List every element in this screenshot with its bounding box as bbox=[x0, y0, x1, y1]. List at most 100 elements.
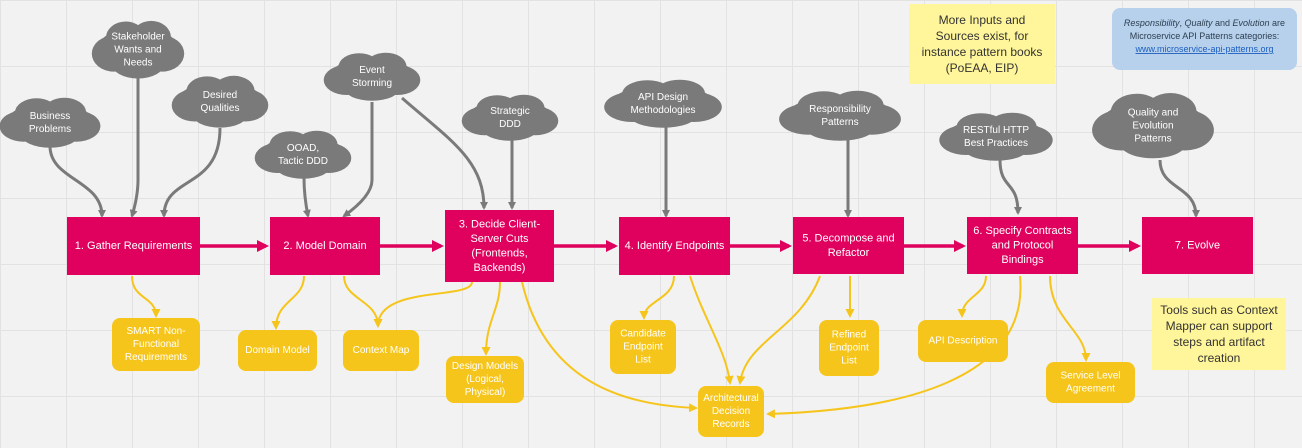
arrow-model-to-context-map bbox=[343, 275, 383, 328]
cloud-label: Desired bbox=[203, 90, 237, 101]
info-note-fragment: , bbox=[1179, 18, 1184, 28]
step-label: 3. Decide Client- bbox=[459, 218, 541, 230]
arrow-qualities-to-gather bbox=[160, 127, 222, 218]
artifact-label: Requirements bbox=[125, 352, 187, 363]
info-note-line-2: Microservice API Patterns categories: bbox=[1130, 31, 1280, 41]
step-label: and Protocol bbox=[992, 240, 1054, 252]
cloud-shape bbox=[987, 112, 1037, 141]
cloud-shape bbox=[503, 94, 545, 122]
step-4-identify-endpoints[interactable]: 4. Identify Endpoints bbox=[619, 217, 730, 275]
cloud-label: Evolution bbox=[1132, 121, 1173, 132]
step-3-decide-client-server-cuts-frontends-backends[interactable]: 3. Decide Client-Server Cuts(Frontends,B… bbox=[445, 210, 554, 282]
artifact-label: Design Models bbox=[452, 361, 518, 372]
cloud-label: API Design bbox=[638, 92, 688, 103]
sticky-note-text: Sources exist, for bbox=[936, 29, 1029, 43]
cloud-shape bbox=[131, 20, 171, 54]
arrow-business-problems-to-gather bbox=[48, 145, 106, 218]
cloud-label: Business bbox=[30, 111, 71, 122]
step-7-evolve[interactable]: 7. Evolve bbox=[1142, 217, 1253, 274]
cloud-label: Storming bbox=[352, 78, 392, 89]
artifact-box bbox=[343, 330, 419, 371]
step-label: 2. Model Domain bbox=[283, 240, 366, 252]
artifact-domain-model[interactable]: Domain Model bbox=[238, 330, 317, 371]
step-box bbox=[67, 217, 200, 275]
cloud-shape bbox=[365, 52, 407, 81]
info-note[interactable]: Responsibility, Quality and Evolution ar… bbox=[1112, 8, 1297, 70]
arrow-cuts-to-design-models bbox=[481, 281, 501, 356]
patterns-website-link[interactable]: www.microservice-api-patterns.org bbox=[1134, 44, 1273, 54]
arrow-quality-to-evolve bbox=[1158, 159, 1200, 218]
cloud-shape bbox=[1144, 93, 1197, 131]
artifact-box bbox=[238, 330, 317, 371]
step-label: Refactor bbox=[828, 247, 870, 259]
artifact-label: Records bbox=[712, 419, 749, 430]
artifact-label: Decision bbox=[712, 406, 750, 417]
sticky-note-text: Tools such as Context bbox=[1160, 303, 1278, 317]
info-note-fragment: and bbox=[1212, 18, 1232, 28]
info-note-box bbox=[1112, 8, 1297, 70]
cloud-shape bbox=[344, 75, 400, 101]
sticky-note-text: Mapper can support bbox=[1166, 319, 1273, 333]
cloud-label: Strategic bbox=[490, 106, 529, 117]
sticky-note-text: instance pattern books bbox=[922, 45, 1043, 59]
cloud-shape bbox=[805, 114, 875, 141]
cloud-label: Tactic DDD bbox=[278, 156, 328, 167]
step-box bbox=[793, 217, 904, 274]
artifact-design-models-logical-physical[interactable]: Design Models(Logical,Physical) bbox=[446, 356, 524, 403]
artifact-box bbox=[446, 356, 524, 403]
arrow-decompose-to-adr bbox=[736, 275, 821, 385]
cloud-shape bbox=[831, 90, 884, 120]
artifact-api-description[interactable]: API Description bbox=[918, 320, 1008, 362]
input-cloud-ooad-tactic-ddd[interactable]: OOAD, Tactic DDD bbox=[254, 130, 352, 179]
artifact-label: Domain Model bbox=[245, 345, 309, 356]
shapes: 1. Gather Requirements 2. Model Domain 3. … bbox=[0, 4, 1297, 437]
step-label: 4. Identify Endpoints bbox=[625, 240, 725, 252]
cloud-shape bbox=[192, 100, 248, 128]
cloud-label: Responsibility bbox=[809, 104, 871, 115]
cloud-label: Best Practices bbox=[964, 138, 1028, 149]
cloud-label: DDD bbox=[499, 119, 521, 130]
cloud-label: Methodologies bbox=[630, 105, 695, 116]
artifact-box bbox=[819, 320, 879, 376]
cloud-label: Patterns bbox=[1134, 134, 1171, 145]
artifact-box bbox=[112, 318, 200, 371]
connectors bbox=[48, 78, 1200, 419]
cloud-label: OOAD, bbox=[287, 143, 319, 154]
arrow-storming-to-model bbox=[342, 102, 374, 218]
arrow-stakeholder-to-gather bbox=[129, 78, 140, 218]
artifact-label: Endpoint bbox=[829, 343, 869, 354]
sticky-note-text: More Inputs and bbox=[939, 13, 1026, 27]
step-2-model-domain[interactable]: 2. Model Domain bbox=[270, 217, 380, 275]
cloud-label: Problems bbox=[29, 124, 71, 135]
cloud-label: Stakeholder bbox=[111, 32, 165, 43]
artifact-context-map[interactable]: Context Map bbox=[343, 330, 419, 371]
step-label: Server Cuts bbox=[470, 233, 529, 245]
info-note-fragment: Responsibility bbox=[1124, 18, 1180, 28]
sticky-note-box bbox=[909, 4, 1055, 84]
cloud-shape bbox=[629, 102, 697, 128]
arrow-gather-to-smart bbox=[131, 275, 161, 318]
step-box bbox=[967, 217, 1078, 274]
sticky-note-text: creation bbox=[1198, 351, 1241, 365]
step-1-gather-requirements[interactable]: 1. Gather Requirements bbox=[67, 217, 200, 275]
cloud-shape bbox=[275, 153, 331, 179]
